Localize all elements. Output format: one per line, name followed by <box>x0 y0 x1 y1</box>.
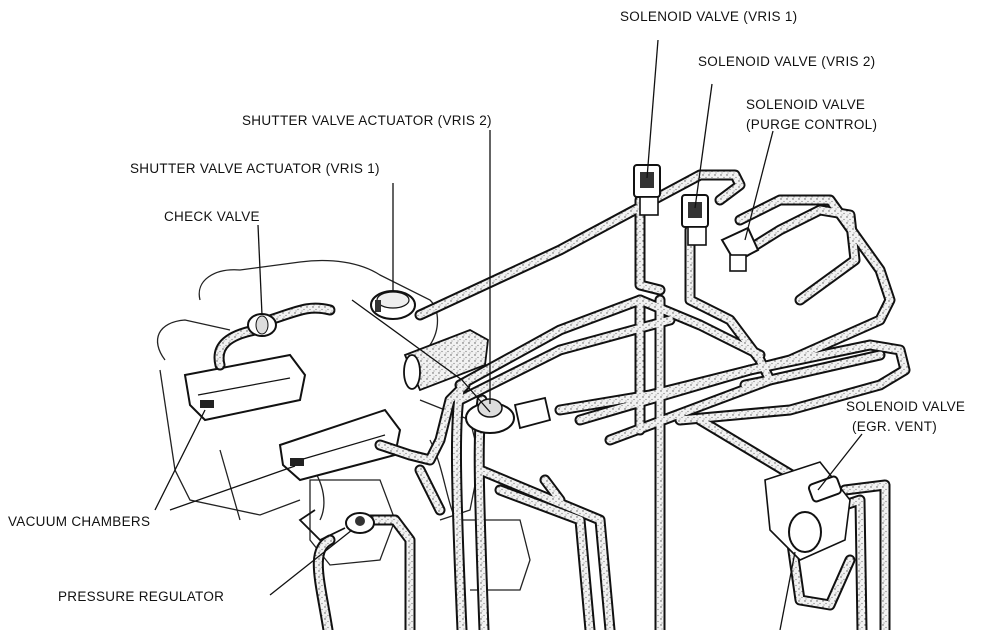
leader-lines <box>154 39 863 630</box>
label-check-valve: CHECK VALVE <box>164 209 260 224</box>
vacuum-hoses <box>213 169 911 630</box>
shutter-valve-actuator-vris2 <box>465 396 552 434</box>
check-valve <box>247 313 277 337</box>
solenoid-valve-vris1 <box>633 164 661 216</box>
label-solenoid-valve-vris2: SOLENOID VALVE (VRIS 2) <box>698 54 876 69</box>
label-shutter-valve-actuator-vris1: SHUTTER VALVE ACTUATOR (VRIS 1) <box>130 161 380 176</box>
label-vacuum-chambers: VACUUM CHAMBERS <box>8 514 151 529</box>
label-pressure-regulator: PRESSURE REGULATOR <box>58 589 225 604</box>
label-solenoid-valve-egr-line2: (EGR. VENT) <box>852 419 938 434</box>
solenoid-valve-egr-vent <box>764 461 851 561</box>
label-solenoid-valve-vris1: SOLENOID VALVE (VRIS 1) <box>620 9 798 24</box>
label-solenoid-valve-egr-line1: SOLENOID VALVE <box>846 399 966 414</box>
solenoid-valve-purge-control <box>720 226 760 272</box>
label-solenoid-valve-purge-line2: (PURGE CONTROL) <box>746 117 878 132</box>
label-shutter-valve-actuator-vris2: SHUTTER VALVE ACTUATOR (VRIS 2) <box>242 113 492 128</box>
solenoid-valve-vris2 <box>681 194 709 246</box>
shutter-valve-actuator-vris1 <box>370 290 416 320</box>
intake-duct <box>403 329 489 392</box>
pressure-regulator <box>298 509 375 542</box>
vacuum-chamber-1 <box>183 353 307 422</box>
label-solenoid-valve-purge-line1: SOLENOID VALVE <box>746 97 866 112</box>
